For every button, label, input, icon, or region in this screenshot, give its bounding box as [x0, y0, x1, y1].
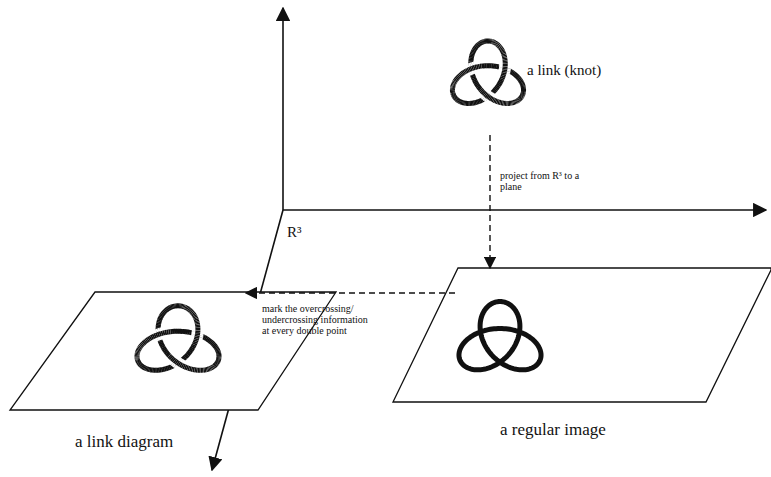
- projection-arrow: [489, 135, 490, 268]
- y-axis: [283, 209, 766, 211]
- label: a link (knot): [527, 62, 601, 79]
- marking-arrow: [246, 292, 455, 293]
- label: R³: [287, 224, 302, 241]
- label: project from R³ to a plane: [500, 170, 595, 192]
- label: a regular image: [500, 421, 606, 440]
- knot: [452, 41, 523, 104]
- label: mark the overcrossing/ undercrossing inf…: [262, 303, 374, 336]
- z-axis: [282, 8, 284, 210]
- projection-plane: [393, 268, 771, 402]
- diagram-knot: [137, 306, 219, 371]
- label: a link diagram: [75, 433, 173, 452]
- regular-image-knot: [459, 302, 541, 370]
